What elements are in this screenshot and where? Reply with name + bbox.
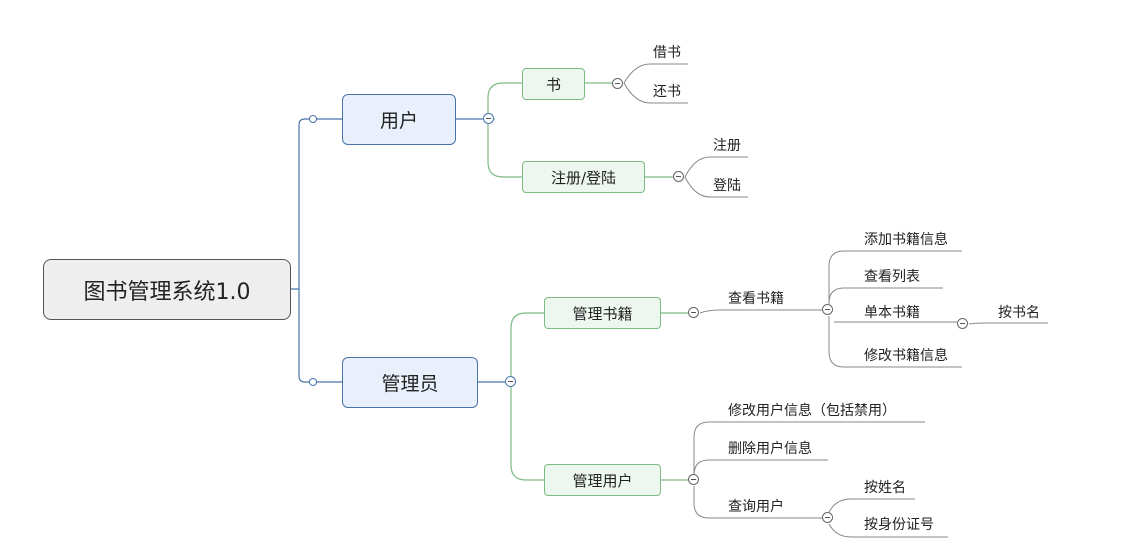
manage-books-node[interactable]: 管理书籍 (544, 297, 661, 329)
leaf-by-id-number[interactable]: 按身份证号 (864, 517, 934, 533)
leaf-register[interactable]: 注册 (713, 138, 741, 154)
collapse-toggle-icon[interactable] (483, 113, 494, 124)
leaf-edit-book-info[interactable]: 修改书籍信息 (864, 348, 948, 364)
leaf-view-list[interactable]: 查看列表 (864, 269, 920, 285)
collapse-toggle-icon[interactable] (612, 78, 623, 89)
connector-view-books (699, 309, 822, 314)
leaf-edit-user-info[interactable]: 修改用户信息（包括禁用） (728, 403, 896, 419)
connector-book-return (623, 82, 688, 104)
leaf-return-book[interactable]: 还书 (653, 84, 681, 100)
connector-users-query (693, 486, 822, 519)
connector-account-register (684, 156, 748, 178)
connector-admin-books (510, 312, 544, 382)
admin-node[interactable]: 管理员 (342, 357, 478, 408)
user-node[interactable]: 用户 (342, 94, 456, 145)
leaf-by-book-name[interactable]: 按书名 (998, 305, 1040, 321)
connector-root-admin (298, 289, 342, 383)
connector-view-list (828, 287, 943, 304)
leaf-by-name[interactable]: 按姓名 (864, 480, 906, 496)
connector-admin-users (510, 382, 544, 481)
view-books-node[interactable]: 查看书籍 (728, 291, 784, 307)
leaf-add-book-info[interactable]: 添加书籍信息 (864, 232, 948, 248)
collapse-toggle-icon[interactable] (957, 318, 968, 329)
collapse-dot-user[interactable] (309, 115, 317, 123)
connector-view-edit (828, 316, 962, 368)
connector-user-book (487, 82, 522, 120)
leaf-borrow-book[interactable]: 借书 (653, 45, 681, 61)
connector-users-edit (693, 421, 925, 474)
collapse-toggle-icon[interactable] (505, 376, 516, 387)
manage-users-node[interactable]: 管理用户 (544, 464, 661, 496)
connector-query-id (828, 523, 948, 538)
root-node[interactable]: 图书管理系统1.0 (43, 259, 291, 320)
connector-single-byname (968, 322, 1048, 325)
collapse-toggle-icon[interactable] (822, 304, 833, 315)
collapse-toggle-icon[interactable] (688, 307, 699, 318)
account-node[interactable]: 注册/登陆 (522, 161, 645, 193)
book-node[interactable]: 书 (522, 68, 585, 100)
collapse-toggle-icon[interactable] (822, 512, 833, 523)
leaf-login[interactable]: 登陆 (713, 178, 741, 194)
leaf-single-book[interactable]: 单本书籍 (864, 305, 920, 321)
connector-book-borrow (623, 63, 688, 84)
connector-root-user (291, 118, 342, 290)
query-user-node[interactable]: 查询用户 (728, 499, 784, 515)
collapse-toggle-icon[interactable] (688, 474, 699, 485)
connector-users-delete (693, 459, 828, 476)
collapse-dot-admin[interactable] (309, 378, 317, 386)
connector-account-login (684, 176, 748, 198)
collapse-toggle-icon[interactable] (673, 171, 684, 182)
leaf-delete-user-info[interactable]: 删除用户信息 (728, 441, 812, 457)
connector-view-add (828, 250, 962, 304)
connector-user-account (487, 119, 522, 178)
connector-query-name (828, 498, 915, 513)
